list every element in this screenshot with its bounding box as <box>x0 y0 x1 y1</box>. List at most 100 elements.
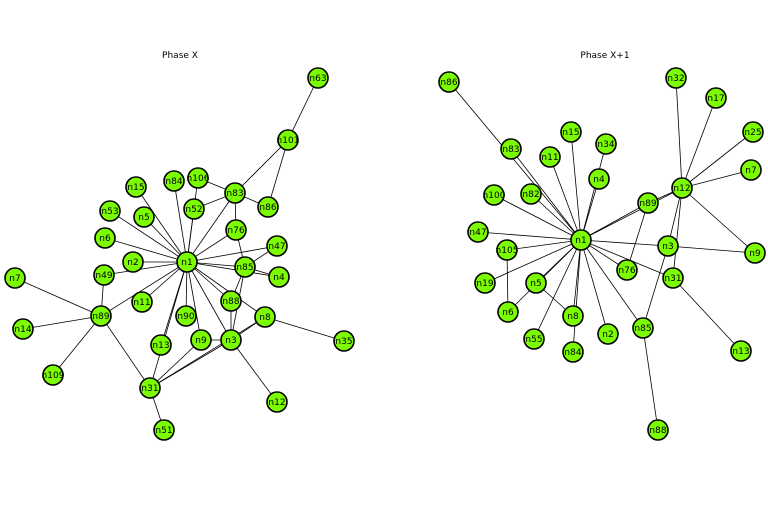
node-label: n1 <box>181 258 192 268</box>
node-label: n13 <box>152 341 169 351</box>
edge-n1-n8 <box>186 261 266 318</box>
edge-n12-n7 <box>681 169 752 189</box>
node-circle <box>483 184 505 206</box>
node-label: n83 <box>502 145 519 155</box>
node-circle <box>183 198 205 220</box>
node-n1: n1 <box>176 251 198 273</box>
node-circle <box>131 291 153 313</box>
edge-n1-n84 <box>173 180 188 263</box>
node-circle <box>632 317 654 339</box>
edge-n1-n15 <box>570 131 582 241</box>
node-n25: n25 <box>742 121 764 143</box>
edge-n89-n76 <box>626 202 649 271</box>
edge-n85-n88 <box>642 327 659 431</box>
node-n7: n7 <box>740 159 762 181</box>
node-circle <box>163 170 185 192</box>
edge-n1-n6 <box>104 237 188 263</box>
node-n76: n76 <box>225 219 247 241</box>
node-n3: n3 <box>657 235 679 257</box>
node-circle <box>225 219 247 241</box>
node-label: n85 <box>634 324 651 334</box>
node-circle <box>597 323 619 345</box>
edge-n1-n83 <box>510 148 582 241</box>
node-label: n12 <box>268 398 285 408</box>
node-label: n11 <box>541 153 558 163</box>
node-circle <box>90 305 112 327</box>
node-circle <box>266 235 288 257</box>
node-label: n90 <box>177 312 194 322</box>
node-n90: n90 <box>175 305 197 327</box>
edge-n1-n105 <box>506 239 582 251</box>
node-n88: n88 <box>647 419 669 441</box>
edge-n89-n14 <box>22 315 102 330</box>
node-label: n83 <box>226 189 243 199</box>
node-label: n89 <box>639 199 656 209</box>
node-n51: n51 <box>153 419 175 441</box>
edge-n1-n89 <box>100 261 188 317</box>
edge-n3-n31 <box>149 339 232 389</box>
edge-n89-n31 <box>100 315 151 389</box>
node-label: n86 <box>259 203 276 213</box>
node-circle <box>500 138 522 160</box>
node-circle <box>268 266 290 288</box>
node-label: n6 <box>99 234 111 244</box>
node-label: n11 <box>133 298 150 308</box>
edge-n1-n6 <box>507 239 582 313</box>
node-label: n89 <box>92 312 109 322</box>
edge-n1-n49 <box>103 261 188 276</box>
node-circle <box>647 419 669 441</box>
node-circle <box>588 168 610 190</box>
node-n47: n47 <box>467 221 489 243</box>
node-circle <box>122 251 144 273</box>
edge-n12-n25 <box>681 131 754 189</box>
node-n84: n84 <box>562 341 584 363</box>
node-circle <box>125 176 147 198</box>
node-n83: n83 <box>224 182 246 204</box>
node-circle <box>277 129 299 151</box>
node-label: n55 <box>525 335 542 345</box>
node-label: n12 <box>673 184 690 194</box>
node-n53: n53 <box>99 200 121 222</box>
edge-n89-n7 <box>14 277 102 317</box>
edge-n1-n3 <box>186 261 232 341</box>
edge-n1-n31 <box>149 261 188 389</box>
node-n15: n15 <box>125 176 147 198</box>
edge-n1-n55 <box>533 239 582 340</box>
node-label: n86 <box>440 78 457 88</box>
node-label: n7 <box>745 166 756 176</box>
node-circle <box>42 364 64 386</box>
node-n83: n83 <box>500 138 522 160</box>
node-n31: n31 <box>139 377 161 399</box>
node-label: n14 <box>14 325 31 335</box>
node-circle <box>520 183 542 205</box>
node-circle <box>744 242 766 264</box>
edge-n1-n4 <box>186 261 280 278</box>
node-circle <box>438 71 460 93</box>
node-n88: n88 <box>220 290 242 312</box>
node-label: n8 <box>259 313 271 323</box>
node-circle <box>254 306 276 328</box>
node-n13: n13 <box>730 340 752 362</box>
node-circle <box>740 159 762 181</box>
edge-n1-n8 <box>572 239 582 317</box>
node-circle <box>562 341 584 363</box>
node-n55: n55 <box>523 328 545 350</box>
node-label: n49 <box>95 271 112 281</box>
node-circle <box>497 301 519 323</box>
edge-n3-n9 <box>667 245 756 254</box>
node-label: n3 <box>225 336 236 346</box>
node-n86: n86 <box>438 71 460 93</box>
node-n9: n9 <box>190 329 212 351</box>
edge-n1-n85 <box>580 239 644 329</box>
node-label: n19 <box>476 279 493 289</box>
node-n84: n84 <box>163 170 185 192</box>
edge-n1-n31 <box>580 239 674 279</box>
node-circle <box>139 377 161 399</box>
node-label: n7 <box>9 274 20 284</box>
edge-n89-n109 <box>52 315 102 376</box>
node-label: n9 <box>749 249 761 259</box>
node-label: n15 <box>562 128 579 138</box>
node-label: n35 <box>335 337 352 347</box>
node-circle <box>742 121 764 143</box>
node-n5: n5 <box>133 206 155 228</box>
